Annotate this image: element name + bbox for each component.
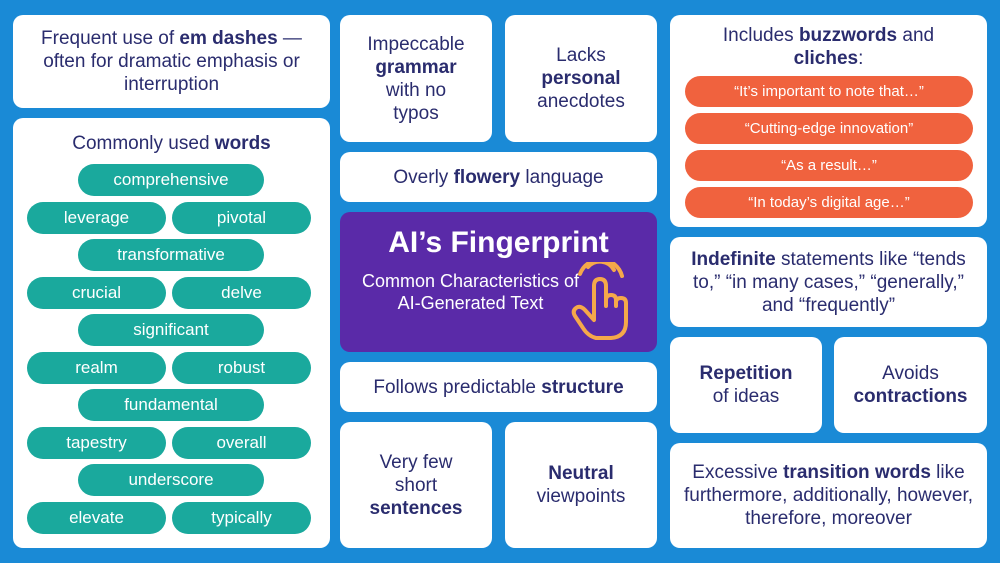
cliche-pill: “It’s important to note that…” xyxy=(685,76,973,107)
em-dashes-text: Frequent use of em dashes — often for dr… xyxy=(41,28,302,95)
card-indefinite: Indefinite statements like “tends to,” “… xyxy=(670,237,987,327)
cliche-pill: “In today’s digital age…” xyxy=(685,187,973,218)
card-flowery: Overly flowery language xyxy=(340,152,657,202)
word-pill-comprehensive: comprehensive xyxy=(78,164,264,196)
word-pill-transformative: transformative xyxy=(78,239,264,271)
common-words-heading: Commonly used words xyxy=(72,133,271,154)
cliche-pill: “Cutting-edge innovation” xyxy=(685,113,973,144)
word-pill-pivotal: pivotal xyxy=(172,202,311,234)
center-subtitle: Common Characteristics of AI-Generated T… xyxy=(361,271,580,313)
word-pill-realm: realm xyxy=(27,352,166,384)
card-neutral: Neutral viewpoints xyxy=(505,422,657,548)
card-grammar: Impeccable grammar with no typos xyxy=(340,15,492,142)
cliche-pill: “As a result…” xyxy=(685,150,973,181)
center-title: AI’s Fingerprint xyxy=(388,226,609,259)
word-pill-leverage: leverage xyxy=(27,202,166,234)
card-anecdotes: Lacks personal anecdotes xyxy=(505,15,657,142)
word-pill-typically: typically xyxy=(172,502,311,534)
word-pill-crucial: crucial xyxy=(27,277,166,309)
card-transitions: Excessive transition words like furtherm… xyxy=(670,443,987,548)
card-structure: Follows predictable structure xyxy=(340,362,657,412)
word-pill-overall: overall xyxy=(172,427,311,459)
word-pill-significant: significant xyxy=(78,314,264,346)
word-pill-elevate: elevate xyxy=(27,502,166,534)
word-pill-robust: robust xyxy=(172,352,311,384)
card-em-dashes: Frequent use of em dashes — often for dr… xyxy=(13,15,330,108)
pointing-hand-icon xyxy=(571,262,628,340)
card-short-sentences: Very few short sentences xyxy=(340,422,492,548)
word-pill-underscore: underscore xyxy=(78,464,264,496)
word-pill-fundamental: fundamental xyxy=(78,389,264,421)
card-contractions: Avoids contractions xyxy=(834,337,987,433)
buzzwords-heading: Includes buzzwords and cliches: xyxy=(722,25,935,69)
card-repetition: Repetition of ideas xyxy=(670,337,822,433)
word-pill-delve: delve xyxy=(172,277,311,309)
word-pill-tapestry: tapestry xyxy=(27,427,166,459)
